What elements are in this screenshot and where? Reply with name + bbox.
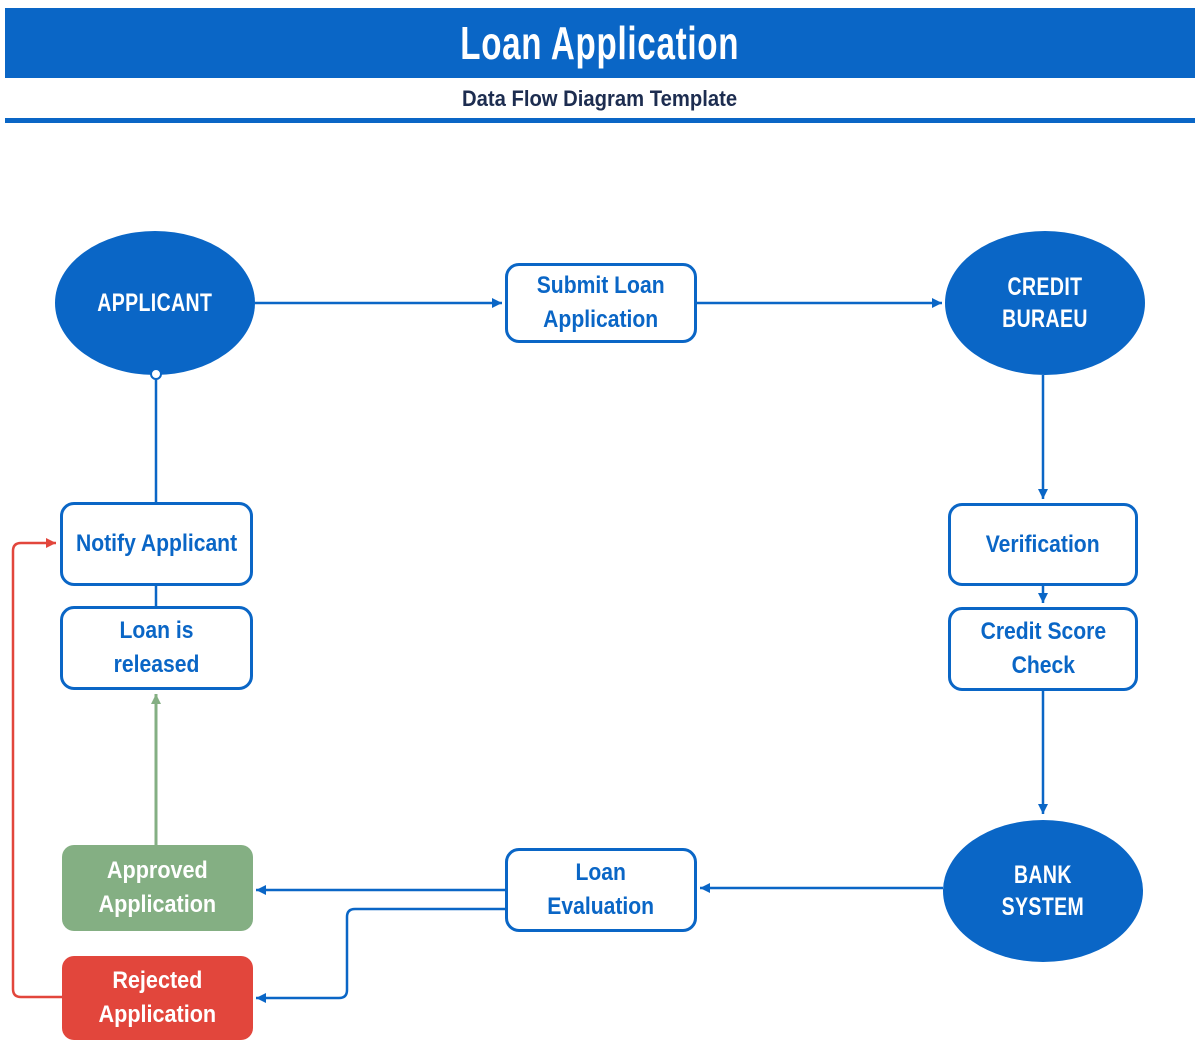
node-rejected-application-label: Rejected Application [98, 967, 217, 1028]
node-loan-released-label: Loan is released [113, 617, 200, 678]
node-submit-loan[interactable]: Submit Loan Application [505, 263, 697, 343]
header-bar: Loan Application [5, 8, 1195, 78]
node-credit-score-check-label: Credit Score Check [980, 618, 1106, 679]
node-loan-released[interactable]: Loan is released [60, 606, 253, 690]
node-loan-evaluation-label: Loan Evaluation [547, 859, 655, 920]
subtitle: Data Flow Diagram Template [0, 86, 1200, 112]
node-rejected-application[interactable]: Rejected Application [62, 956, 253, 1040]
node-verification-label: Verification [986, 530, 1100, 558]
node-applicant[interactable]: APPLICANT [55, 231, 255, 375]
applicant-connector-handle[interactable] [150, 368, 162, 380]
node-credit-bureau-label: CREDIT BURAEU [1002, 272, 1088, 334]
node-credit-bureau[interactable]: CREDIT BURAEU [945, 231, 1145, 375]
header-divider [5, 118, 1195, 123]
node-approved-application-label: Approved Application [98, 857, 217, 918]
edge-rejected-to-notify [11, 538, 62, 999]
node-notify-applicant[interactable]: Notify Applicant [60, 502, 253, 586]
node-verification[interactable]: Verification [948, 503, 1138, 586]
node-bank-system-label: BANK SYSTEM [1001, 860, 1085, 922]
page-title: Loan Application [460, 17, 740, 69]
subtitle-text: Data Flow Diagram Template [462, 86, 738, 111]
node-submit-loan-label: Submit Loan Application [537, 272, 665, 333]
node-loan-evaluation[interactable]: Loan Evaluation [505, 848, 697, 932]
node-credit-score-check[interactable]: Credit Score Check [948, 607, 1138, 691]
node-notify-applicant-label: Notify Applicant [75, 530, 238, 558]
edge-loan-evaluation-to-rejected [256, 907, 505, 1003]
node-approved-application[interactable]: Approved Application [62, 845, 253, 931]
node-applicant-label: APPLICANT [97, 288, 213, 317]
node-bank-system[interactable]: BANK SYSTEM [943, 820, 1143, 962]
